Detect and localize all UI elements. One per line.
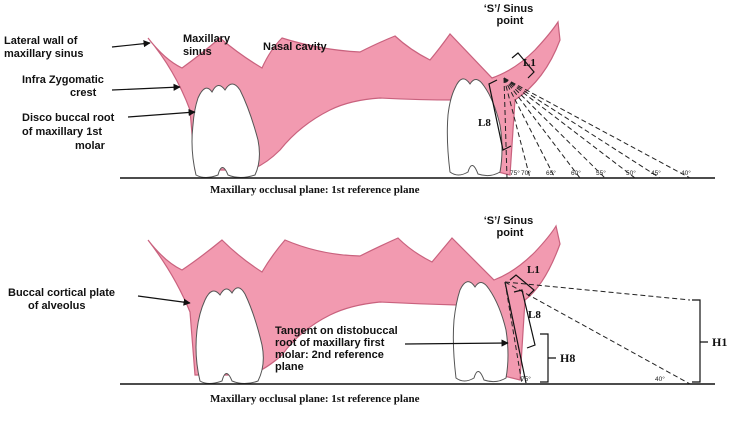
bottom-buccal-cortical-label: Buccal cortical plate of alveolus xyxy=(8,287,118,312)
top-ray-7 xyxy=(503,77,661,179)
top-ray-4 xyxy=(503,77,581,179)
bottom-sinus-point-label: ‘S’/ Sinus point xyxy=(484,215,537,239)
bottom-h1-label: H1 xyxy=(712,335,727,349)
top-angle-label-1: 75° xyxy=(510,169,520,177)
bottom-angle-75-label: 75° xyxy=(521,375,531,383)
bottom-h8-bracket xyxy=(540,333,556,383)
top-l8-bracket xyxy=(488,79,512,151)
top-sinus-point-label: ‘S’/ Sinus point xyxy=(484,3,537,27)
top-nasal-cavity-label: Nasal cavity xyxy=(263,41,327,53)
bottom-plane-caption: Maxillary occlusal plane: 1st reference … xyxy=(210,393,420,405)
top-ray-8 xyxy=(503,77,691,179)
bottom-l8-bracket xyxy=(513,289,536,349)
bottom-dashed-40 xyxy=(504,281,691,385)
top-panel: 75°70° 65° 60° 55° 50° 45° 40° L1 L8 ‘S’/ Sinu… xyxy=(4,3,715,196)
top-angle-label-7: 45° xyxy=(651,169,661,177)
bottom-l8-label: L8 xyxy=(528,309,541,321)
bottom-tangent-label: Tangent on distobuccal root of maxillary… xyxy=(275,325,401,373)
top-angle-label-6: 50° xyxy=(626,169,636,177)
top-l1-bracket xyxy=(511,52,535,79)
top-angle-lines: 75°70° 65° 60° 55° 50° 45° 40° xyxy=(503,77,691,179)
top-l1-label: L1 xyxy=(523,57,536,69)
bottom-tangent-arrow xyxy=(404,339,509,347)
top-lateral-wall-arrow xyxy=(111,40,151,48)
top-ray-6 xyxy=(503,77,636,179)
bottom-tangent-line xyxy=(504,281,527,384)
top-plane-caption: Maxillary occlusal plane: 1st reference … xyxy=(210,184,420,196)
top-left-molar xyxy=(191,83,260,178)
bottom-l1-bracket xyxy=(509,274,535,297)
top-right-molar xyxy=(446,78,503,177)
top-l8-label: L8 xyxy=(478,117,491,129)
bottom-buccal-cortical-arrow xyxy=(137,295,191,306)
top-disco-buccal-arrow xyxy=(127,108,196,118)
top-lateral-wall-label: Lateral wall of maxillary sinus xyxy=(4,35,84,60)
bottom-l1-label: L1 xyxy=(527,264,540,276)
top-angle-label-8: 40° xyxy=(681,169,691,177)
top-ray-3 xyxy=(503,77,556,179)
top-angle-label-4: 60° xyxy=(571,169,581,177)
bottom-dashed-h1-top xyxy=(504,281,691,301)
bottom-left-molar xyxy=(195,287,264,384)
top-angle-label-3: 65° xyxy=(546,169,556,177)
bottom-right-molar xyxy=(452,281,509,383)
bottom-panel: L1 L8 H8 H1 75° 40° ‘S’/ Sinus point Buc… xyxy=(8,215,727,405)
bottom-angle-40-label: 40° xyxy=(655,375,665,383)
top-infra-zygomatic-label: Infra Zygomatic crest xyxy=(22,74,107,99)
top-angle-label-2: 70° xyxy=(521,169,531,177)
top-maxillary-sinus-label: Maxillary sinus xyxy=(183,33,233,58)
top-infra-zygomatic-arrow xyxy=(111,83,181,91)
top-ray-1 xyxy=(503,77,508,179)
top-angle-label-5: 55° xyxy=(596,169,606,177)
top-disco-buccal-label: Disco buccal root of maxillary 1st molar xyxy=(22,112,117,152)
bottom-h1-bracket xyxy=(692,299,708,383)
top-ray-2 xyxy=(503,77,531,179)
bottom-h8-label: H8 xyxy=(560,351,575,365)
bottom-dashed-75 xyxy=(504,281,523,385)
